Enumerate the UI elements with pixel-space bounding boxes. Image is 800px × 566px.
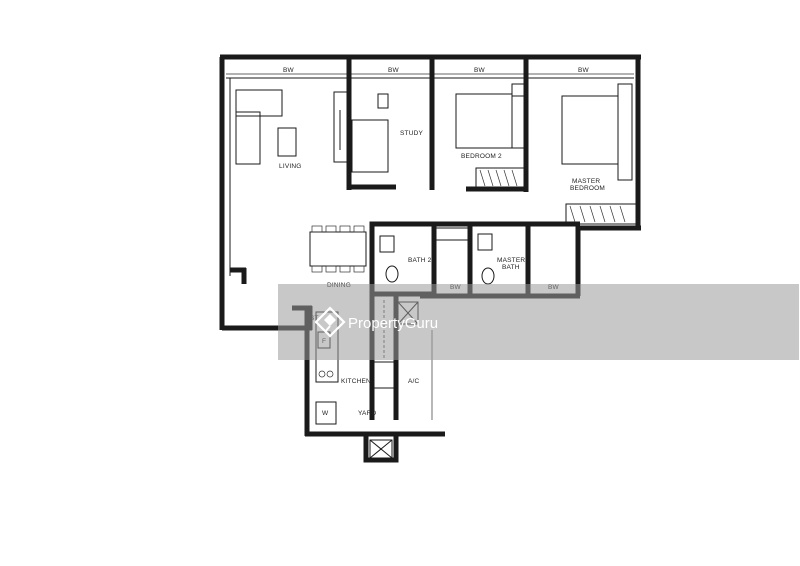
kitchen-label: KITCHEN [341,378,371,385]
dining-table [309,225,367,273]
bw-label-study: BW [388,67,400,74]
bw-label-living: BW [283,67,295,74]
master-bath-label-2: BATH [502,264,520,271]
master-bedroom-label-2: BEDROOM [570,185,605,192]
master-furniture [561,83,637,225]
bedroom2-furniture [455,83,527,189]
study-furniture [333,91,389,173]
watermark: PropertyGuru [278,284,799,360]
living-furniture [235,89,297,165]
bath-fixtures [379,227,495,285]
w-label: W [322,410,329,417]
bw-label-master: BW [578,67,590,74]
bath2-label: BATH 2 [408,257,432,264]
ac-label: A/C [408,378,420,385]
bw-label-bedroom2: BW [474,67,486,74]
study-label: STUDY [400,130,423,137]
propertyguru-logo-icon [314,306,346,338]
watermark-band [278,284,799,360]
master-bedroom-label-1: MASTER [572,178,600,185]
master-bath-label-1: MASTER [497,257,525,264]
living-label: LIVING [279,163,302,170]
bedroom2-label: BEDROOM 2 [461,153,502,160]
yard-label: YARD [358,410,376,417]
room-labels: BW BW BW BW LIVING STUDY BEDROOM 2 MASTE… [279,67,605,417]
watermark-brand-text: PropertyGuru [348,315,438,332]
